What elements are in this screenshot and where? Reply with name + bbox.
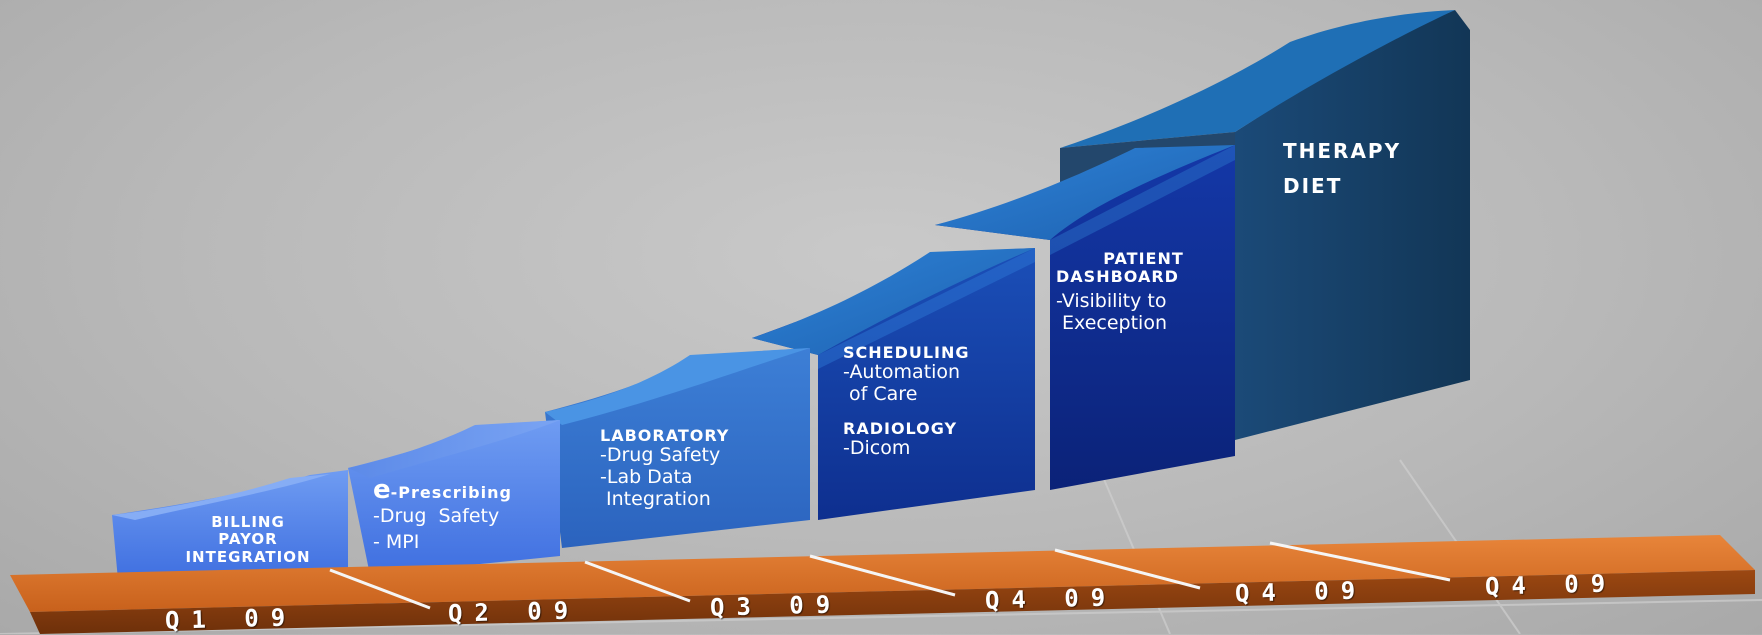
- step-laboratory-block: [545, 348, 810, 548]
- quarter-label-6: Q4 09: [1484, 569, 1618, 601]
- quarter-label-1: Q1 09: [164, 603, 298, 635]
- patient-dashboard-item-1: -Visibility to: [1056, 289, 1167, 312]
- radiology-title: RADIOLOGY: [843, 419, 958, 439]
- quarter-label-5: Q4 09: [1234, 576, 1368, 608]
- patient-dashboard-title-1: PATIENT: [1103, 249, 1184, 268]
- timeline-bar: [10, 535, 1755, 634]
- scheduling-item-1: -Automation: [843, 361, 961, 384]
- eprescribing-title: e-Prescribing: [373, 475, 563, 506]
- timeline-divider: [1054, 548, 1201, 590]
- billing-line-3: INTEGRATION: [185, 547, 311, 566]
- timeline-divider: [584, 560, 691, 603]
- laboratory-title: LABORATORY: [600, 426, 730, 445]
- therapy-label: THERAPY DIET: [1283, 140, 1463, 198]
- laboratory-item-2: -Lab Data: [600, 466, 693, 489]
- diet-title: DIET: [1283, 174, 1343, 198]
- scheduling-title: SCHEDULING: [843, 343, 970, 362]
- laboratory-label: LABORATORY -Drug Safety -Lab Data Integr…: [600, 426, 810, 511]
- therapy-title: THERAPY: [1283, 139, 1402, 163]
- eprescribing-item-1: -Drug Safety: [373, 504, 500, 527]
- eprescribing-title-rest: -Prescribing: [390, 483, 512, 502]
- patient-dashboard-title-2: DASHBOARD: [1056, 267, 1179, 287]
- scheduling-label: SCHEDULING -Automation of Care RADIOLOGY…: [843, 343, 1043, 460]
- billing-line-1: BILLING: [211, 513, 285, 531]
- laboratory-item-1: -Drug Safety: [600, 444, 721, 467]
- quarter-label-3: Q3 09: [709, 590, 843, 622]
- step-patient-dashboard-block: [935, 145, 1235, 490]
- step-scheduling-block: [752, 248, 1035, 520]
- billing-label: BILLING PAYOR INTEGRATION: [148, 513, 348, 566]
- scheduling-item-2: of Care: [843, 383, 918, 406]
- billing-line-2: PAYOR: [218, 530, 278, 549]
- step-eprescribing-block: [348, 420, 560, 575]
- patient-dashboard-item-2: Exeception: [1056, 311, 1167, 334]
- step-billing-block: [112, 470, 348, 580]
- quarter-label-2: Q2 09: [447, 596, 581, 628]
- laboratory-item-3: Integration: [600, 488, 711, 511]
- timeline-divider: [1269, 541, 1451, 582]
- patient-dashboard-label: PATIENT DASHBOARD -Visibility to Execept…: [1056, 249, 1246, 334]
- radiology-item-1: -Dicom: [843, 437, 911, 460]
- eprescribing-item-2: - MPI: [373, 530, 420, 553]
- timeline-divider: [329, 568, 431, 610]
- timeline-divider: [809, 554, 956, 597]
- eprescribing-label: e-Prescribing -Drug Safety - MPI: [373, 475, 563, 554]
- eprescribing-title-prefix: e: [373, 475, 391, 505]
- quarter-label-4: Q4 09: [984, 583, 1118, 615]
